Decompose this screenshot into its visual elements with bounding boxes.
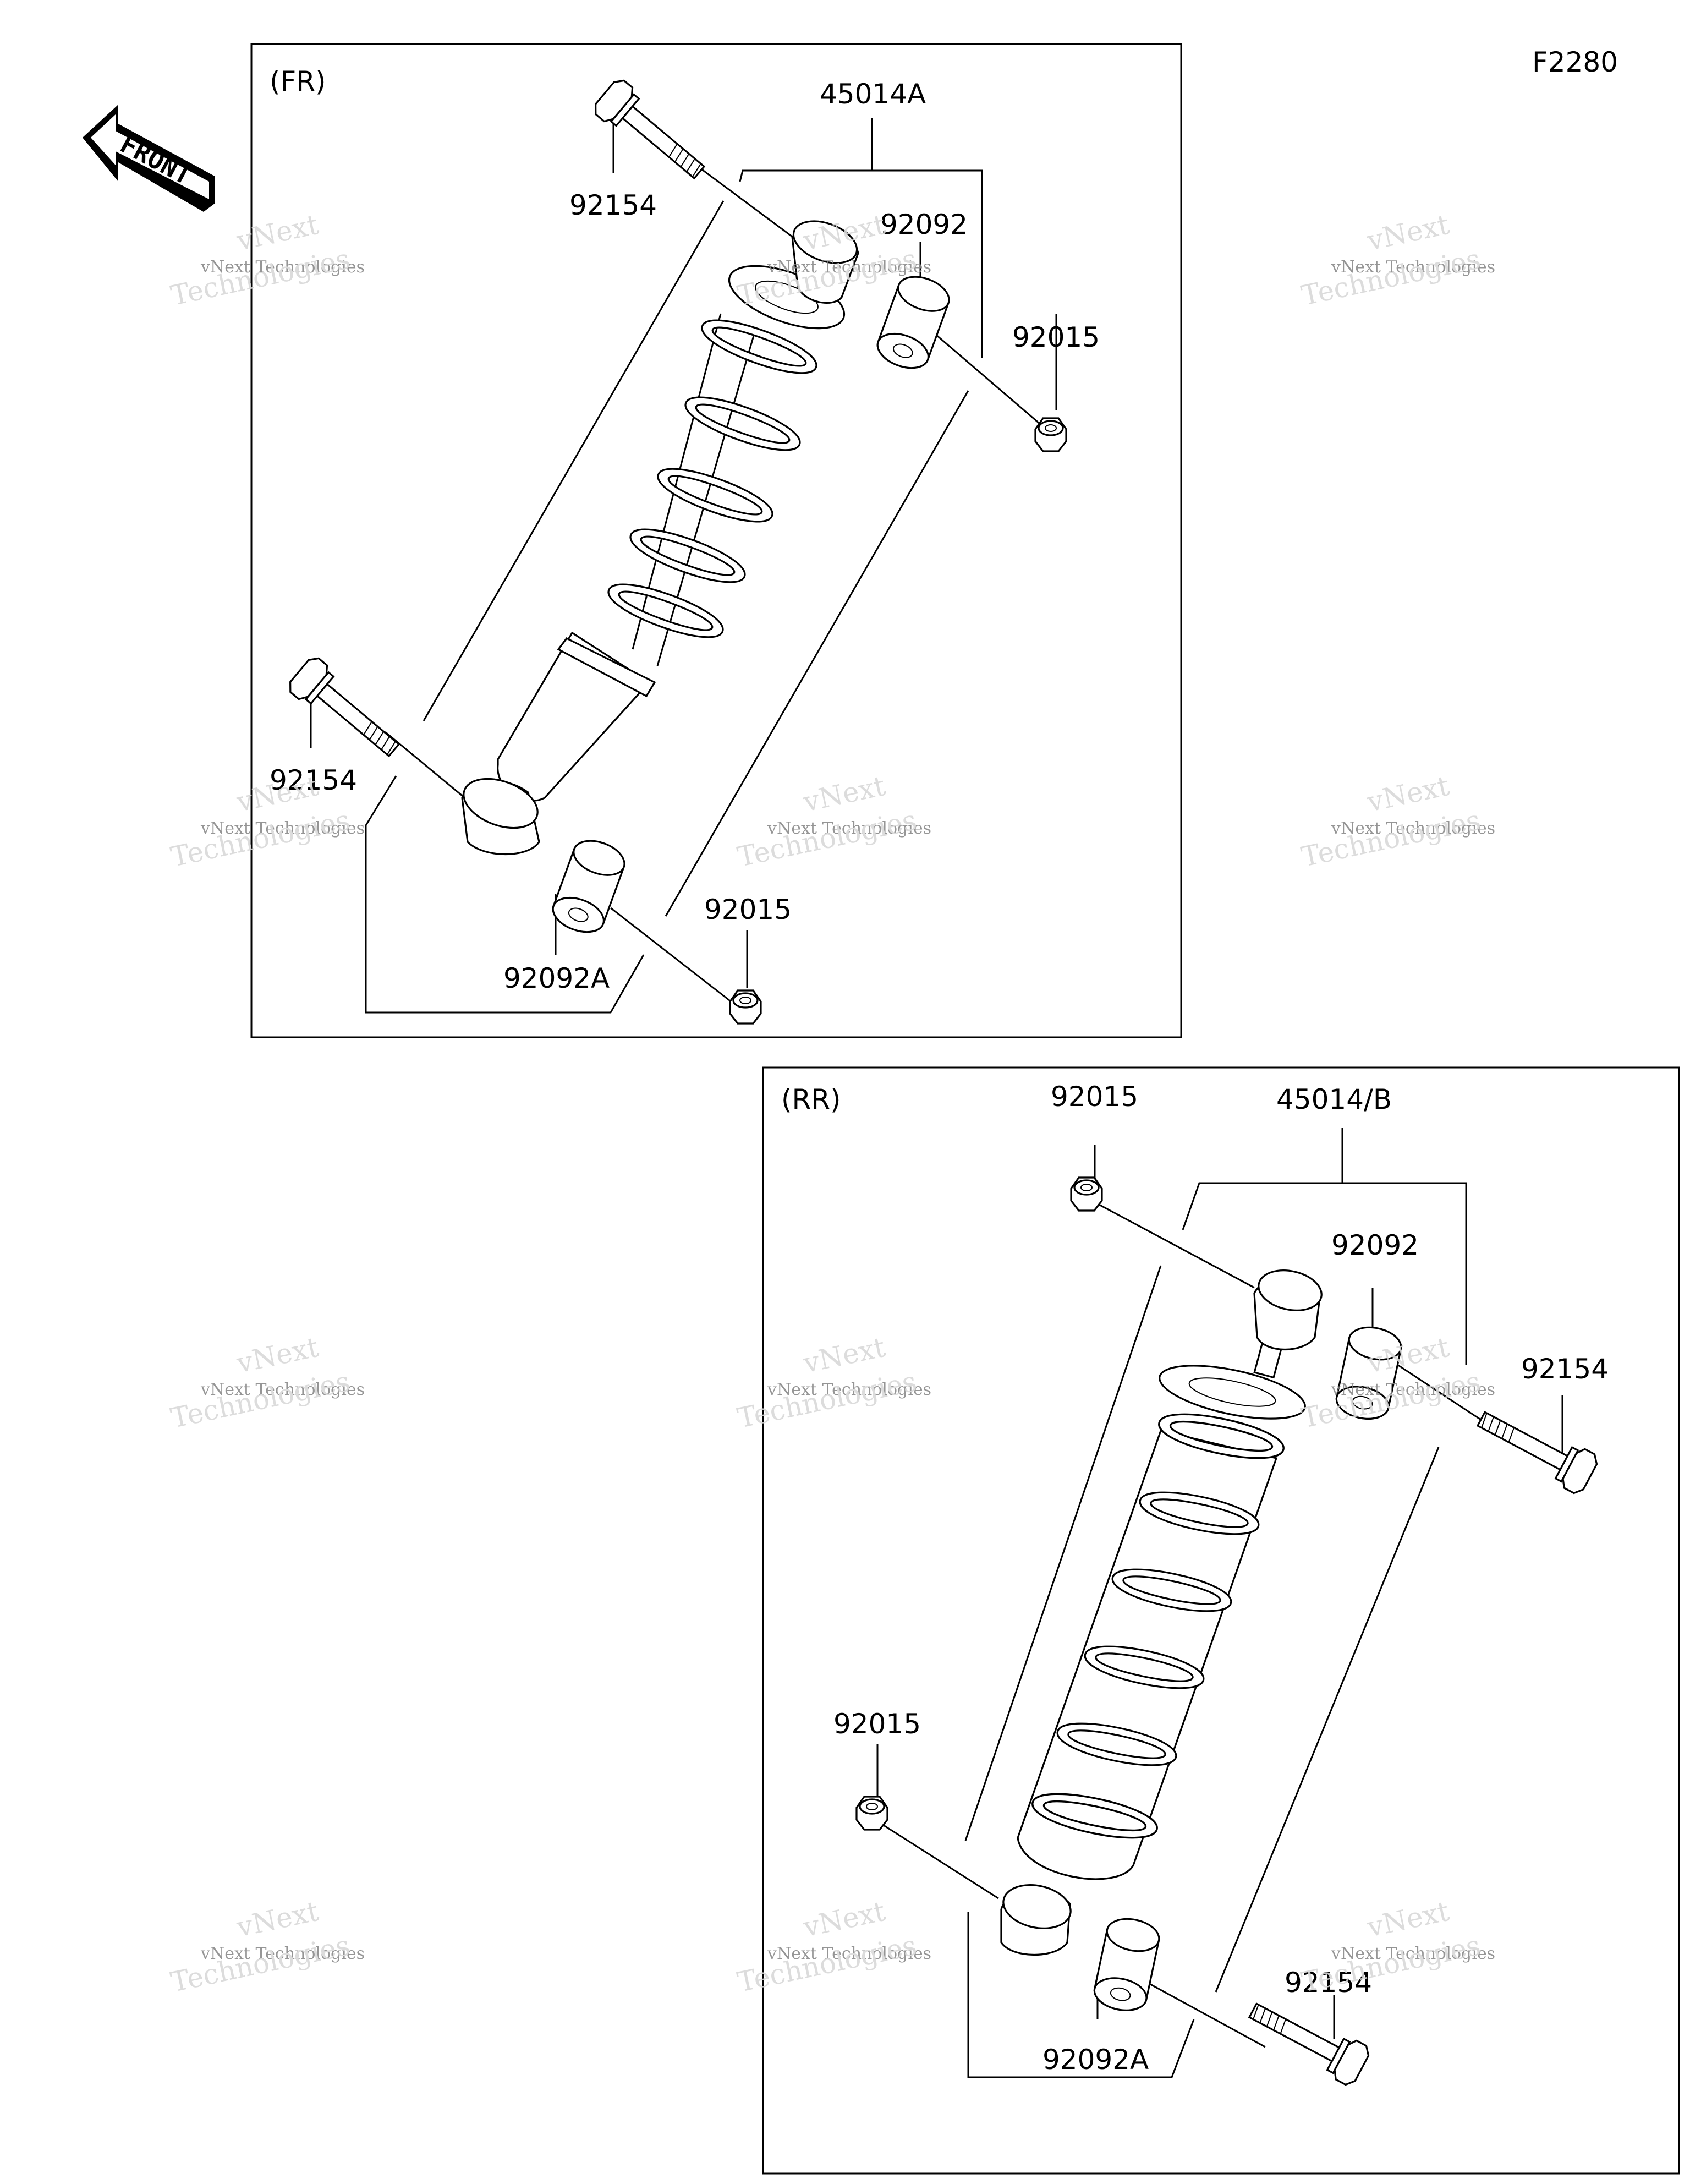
svg-text:vNext Technologies: vNext Technologies [1331, 258, 1495, 277]
front-panel-title: (FR) [270, 65, 326, 97]
label-92154-front-bottom: 92154 [270, 764, 357, 796]
svg-text:vNext Technologies: vNext Technologies [1331, 1380, 1495, 1399]
label-92154-rear-bottom: 92154 [1285, 1967, 1372, 1999]
label-92092-rear: 92092 [1331, 1229, 1419, 1261]
label-92092A-rear: 92092A [1042, 2044, 1149, 2076]
rear-nut-bottom-icon [855, 1796, 888, 1831]
svg-text:Technologies: Technologies [1298, 1929, 1483, 1999]
svg-text:vNext Technologies: vNext Technologies [200, 258, 365, 277]
svg-text:Technologies: Technologies [734, 804, 919, 873]
front-bushing-bottom-icon [547, 833, 630, 939]
svg-text:vNext: vNext [800, 1895, 888, 1944]
label-45014B: 45014/B [1276, 1083, 1392, 1115]
front-nut-top-icon [1034, 417, 1067, 452]
svg-text:vNext Technologies: vNext Technologies [767, 1380, 931, 1399]
watermark: vNext Technologies vNext Technologies [168, 1331, 365, 1435]
svg-text:vNext Technologies: vNext Technologies [200, 1944, 365, 1963]
svg-text:Technologies: Technologies [168, 1929, 353, 1999]
front-bolt-bottom-icon [284, 653, 409, 768]
figure-id: F2280 [1532, 46, 1618, 78]
watermark: vNext Technologies vNext Technologies [734, 1895, 931, 1999]
svg-text:vNext Technologies: vNext Technologies [767, 819, 931, 838]
watermark: vNext Technologies vNext Technologies [734, 770, 931, 873]
svg-text:vNext: vNext [233, 1895, 321, 1944]
svg-text:vNext: vNext [1364, 1895, 1452, 1944]
svg-text:vNext: vNext [800, 770, 888, 818]
svg-text:vNext: vNext [233, 1331, 321, 1380]
svg-text:vNext Technologies: vNext Technologies [1331, 1944, 1495, 1963]
label-92015-rear-bottom: 92015 [833, 1708, 921, 1740]
watermark: vNext Technologies vNext Technologies [168, 209, 365, 312]
label-45014A: 45014A [820, 78, 926, 110]
rear-shock-absorber [1000, 1269, 1323, 1956]
front-panel: (FR) [250, 43, 1182, 1038]
svg-text:vNext: vNext [1364, 770, 1452, 818]
label-92154-rear-top: 92154 [1521, 1353, 1609, 1385]
rear-bushing-bottom-icon [1090, 1913, 1163, 2016]
watermark: vNext Technologies vNext Technologies [1298, 770, 1495, 873]
front-bolt-top-icon [590, 75, 715, 190]
watermark: vNext Technologies vNext Technologies [734, 1331, 931, 1435]
watermark: vNext Technologies vNext Technologies [1298, 209, 1495, 312]
label-92092A-front: 92092A [503, 962, 610, 994]
svg-text:vNext: vNext [800, 1331, 888, 1380]
svg-text:vNext: vNext [233, 209, 321, 257]
svg-text:Technologies: Technologies [168, 243, 353, 312]
front-arrow-icon: FRONT [83, 105, 215, 212]
rear-panel: (RR) [762, 1066, 1680, 2175]
svg-text:vNext Technologies: vNext Technologies [767, 258, 931, 277]
svg-text:Technologies: Technologies [168, 1365, 353, 1435]
watermark: vNext Technologies vNext Technologies [1298, 1895, 1495, 1999]
svg-text:Technologies: Technologies [1298, 804, 1483, 873]
svg-text:vNext Technologies: vNext Technologies [767, 1944, 931, 1963]
front-shock-absorber [461, 220, 859, 855]
svg-text:vNext Technologies: vNext Technologies [200, 1380, 365, 1399]
front-bushing-top-icon [872, 269, 955, 375]
svg-text:Technologies: Technologies [1298, 243, 1483, 312]
svg-text:Technologies: Technologies [168, 804, 353, 873]
front-nut-bottom-icon [729, 989, 762, 1025]
label-92015-rear-top: 92015 [1051, 1081, 1138, 1113]
rear-bolt-top-icon [1470, 1398, 1601, 1497]
rear-panel-title: (RR) [781, 1083, 841, 1115]
rear-bolt-bottom-icon [1242, 1990, 1373, 2089]
svg-text:vNext Technologies: vNext Technologies [200, 819, 365, 838]
label-92092-front: 92092 [880, 209, 968, 240]
label-92015-front-top: 92015 [1012, 321, 1100, 353]
svg-text:vNext: vNext [1364, 209, 1452, 257]
label-92154-front-top: 92154 [569, 189, 657, 221]
svg-text:vNext Technologies: vNext Technologies [1331, 819, 1495, 838]
watermark: vNext Technologies vNext Technologies [168, 1895, 365, 1999]
label-92015-front-bottom: 92015 [704, 894, 792, 926]
rear-nut-top-icon [1070, 1176, 1103, 1212]
